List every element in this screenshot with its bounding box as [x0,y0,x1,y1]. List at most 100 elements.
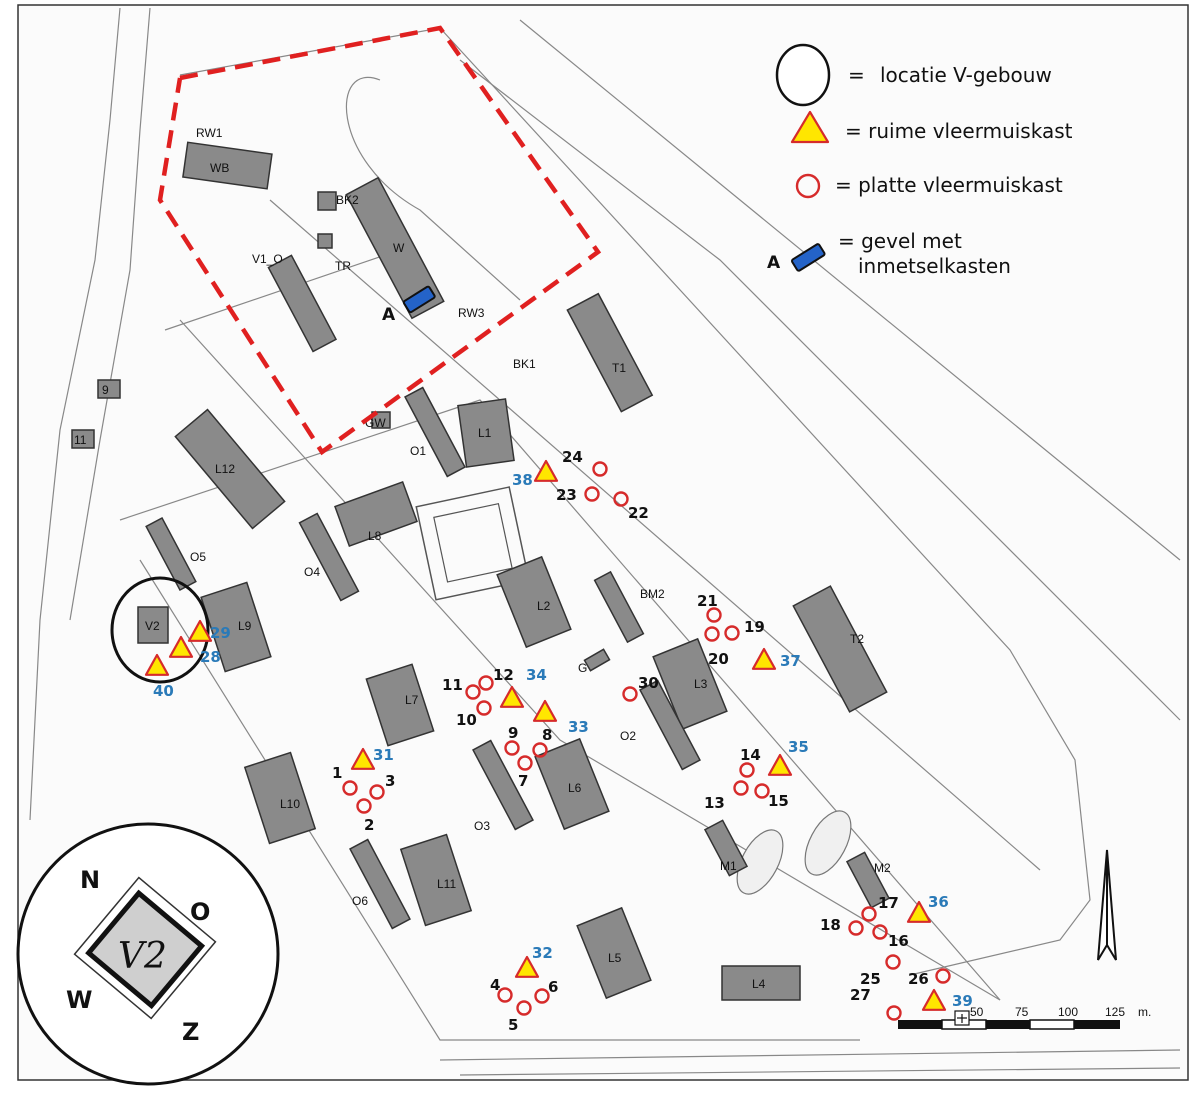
inset-east: O [190,898,210,926]
label-W: W [393,241,405,255]
building-BK2 [317,191,337,211]
platte-vleermuiskast-26 [935,968,951,984]
ruime-number-37: 37 [780,652,801,670]
platte-number-25: 25 [860,970,881,988]
inset-west: W [66,986,92,1014]
platte-number-2: 2 [364,816,374,834]
platte-vleermuiskast-21 [706,607,722,623]
platte-vleermuiskast-12 [478,675,494,691]
label-O2: O2 [620,729,636,743]
scale-bar: 50 75 100 125 m. [898,1005,1151,1030]
building-BM2 [593,570,645,644]
platte-number-14: 14 [740,746,761,764]
ruime-number-34: 34 [526,666,547,684]
ruime-number-38: 38 [512,471,533,489]
building-G [583,648,611,672]
ruime-number-35: 35 [788,738,809,756]
bat-box-markers: 1234567891011121314151617181920212223242… [144,448,973,1034]
building-L6 [534,737,610,831]
inset-north: N [80,866,100,894]
ruime-vleermuiskast-39 [921,988,947,1011]
legend-ruime-label: = ruime vleermuiskast [845,119,1073,143]
legend-facade-symbol [791,243,826,272]
platte-number-27: 27 [850,986,871,1004]
label-G: G [578,661,587,675]
platte-vleermuiskast-11 [465,684,481,700]
platte-number-8: 8 [542,726,552,744]
platte-number-26: 26 [908,970,929,988]
platte-number-23: 23 [556,486,577,504]
label-O6: O6 [352,894,368,908]
platte-number-22: 22 [628,504,649,522]
label-BK1: BK1 [513,357,536,371]
ruime-number-40: 40 [153,682,174,700]
platte-vleermuiskast-9 [504,740,520,756]
legend-gevel-label-2: inmetselkasten [858,254,1011,278]
building-V2 [137,606,169,644]
platte-number-4: 4 [490,976,500,994]
scale-label-125: 125 [1105,1005,1125,1019]
platte-vleermuiskast-8 [532,742,548,758]
ruime-number-31: 31 [373,746,394,764]
label-M2: M2 [874,861,891,875]
legend-eq-1: = [848,63,865,87]
ruime-vleermuiskast-31 [350,747,376,770]
ruime-number-33: 33 [568,718,589,736]
building-11 [71,429,95,449]
platte-number-24: 24 [562,448,583,466]
building-M2 [845,851,891,909]
label-L12: L12 [215,462,235,476]
label-L2: L2 [537,599,551,613]
platte-vleermuiskast-24 [592,461,608,477]
facade-marker-label: A [382,305,396,325]
scale-unit: m. [1138,1005,1151,1019]
label-O3: O3 [474,819,490,833]
platte-number-16: 16 [888,932,909,950]
platte-vleermuiskast-23 [584,486,600,502]
ruime-number-29: 29 [210,624,231,642]
facade-marker [402,285,436,314]
north-arrow-icon [1097,849,1117,961]
legend-v-gebouw-symbol [775,43,831,107]
building-L8 [334,480,418,548]
platte-number-5: 5 [508,1016,518,1034]
legend-ruime-symbol [790,110,830,144]
building-L10 [243,751,317,845]
ruime-vleermuiskast-33 [532,699,558,722]
label-RW1: RW1 [196,126,223,140]
legend-a-label: A [767,253,781,273]
platte-vleermuiskast-22 [613,491,629,507]
label-11: 11 [74,433,87,447]
platte-number-6: 6 [548,978,558,996]
platte-number-3: 3 [385,772,395,790]
study-area-boundary [157,25,602,456]
label-T1: T1 [612,361,626,375]
label-RW3: RW3 [458,306,485,320]
platte-vleermuiskast-4 [497,987,513,1003]
label-M1: M1 [720,859,737,873]
building-9 [97,379,121,399]
building-O6 [349,838,411,930]
platte-vleermuiskast-10 [476,700,492,716]
label-L3: L3 [694,677,708,691]
platte-vleermuiskast-30 [622,686,638,702]
building-T2 [792,585,888,713]
platte-vleermuiskast-20 [704,626,720,642]
legend-gevel-label-1: = gevel met [838,229,962,253]
label-L8: L8 [368,529,382,543]
platte-number-10: 10 [456,711,477,729]
building-labels: WB RW1 BK2 TR W RW3 BK1 V1_O GW O1 L1 T1… [74,126,891,991]
label-T2: T2 [850,632,864,646]
ruime-number-32: 32 [532,944,553,962]
platte-number-30: 30 [638,674,659,692]
building-L1 [457,398,515,468]
ruime-vleermuiskast-36 [906,900,932,923]
platte-number-17: 17 [878,894,899,912]
building-L2 [496,555,572,649]
label-L10: L10 [280,797,300,811]
ruime-number-39: 39 [952,992,973,1010]
ruime-vleermuiskast-28 [168,635,194,658]
building-O4 [298,512,360,602]
label-L11: L11 [437,877,456,891]
ruime-vleermuiskast-37 [751,647,777,670]
